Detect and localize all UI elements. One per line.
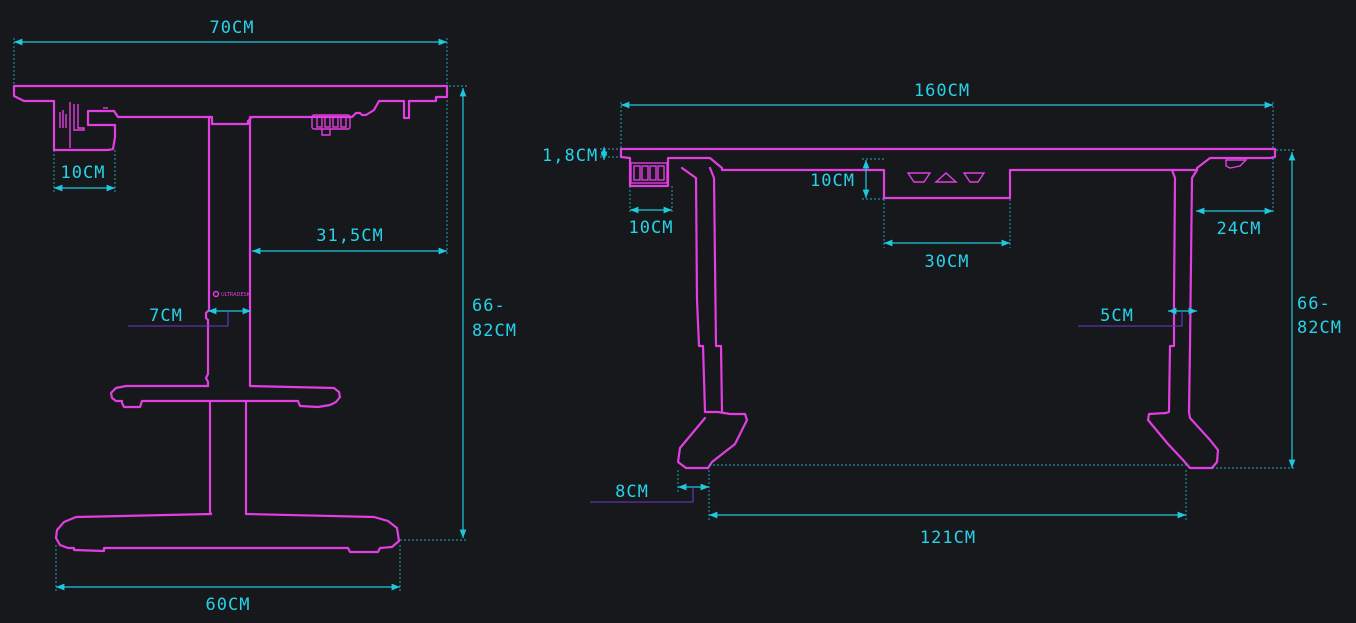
front-box-width-label: 30CM bbox=[925, 252, 970, 272]
front-cable-tray-vents bbox=[906, 172, 986, 183]
front-hook bbox=[1225, 159, 1248, 169]
front-height-label-1: 66- bbox=[1297, 294, 1331, 314]
front-right-leg bbox=[1146, 168, 1220, 470]
side-foot bbox=[54, 512, 401, 554]
side-socket-box bbox=[311, 114, 351, 136]
front-view: 160CM 1,8CM 10CM 10CM 30CM 24CM 5CM 66- … bbox=[542, 81, 1342, 548]
front-left-leg bbox=[676, 166, 749, 470]
front-leg-width-label: 5CM bbox=[1100, 306, 1134, 326]
front-foot-label: 8CM bbox=[615, 482, 649, 502]
front-width-label: 160CM bbox=[914, 81, 970, 101]
front-leg-offset-label: 24CM bbox=[1217, 219, 1262, 239]
svg-text:ULTRADESK: ULTRADESK bbox=[221, 292, 251, 298]
front-height-label-2: 82CM bbox=[1297, 318, 1342, 338]
front-tabletop bbox=[619, 147, 1277, 200]
front-leg-span-label: 121CM bbox=[920, 528, 976, 548]
side-height-label-2: 82CM bbox=[472, 321, 517, 341]
side-view: ULTRADESK 70CM 10CM 31,5CM 7CM 66- 82CM … bbox=[12, 18, 517, 615]
side-foot-label: 60CM bbox=[206, 595, 251, 615]
side-headphone-hook bbox=[59, 102, 85, 148]
front-socket-box bbox=[630, 162, 668, 184]
side-cross-bar bbox=[109, 384, 342, 409]
side-lower-column bbox=[208, 399, 248, 516]
front-foot-leader bbox=[590, 487, 694, 503]
side-column-label: 7CM bbox=[149, 306, 183, 326]
side-height-label-1: 66- bbox=[472, 296, 506, 316]
side-logo: ULTRADESK bbox=[212, 290, 251, 298]
front-leg-width-leader bbox=[1078, 311, 1183, 327]
side-depth-label: 70CM bbox=[210, 18, 255, 38]
front-socket-label: 10CM bbox=[629, 218, 674, 238]
side-tabletop bbox=[12, 84, 449, 152]
front-box-height-label: 10CM bbox=[810, 171, 855, 191]
side-offset-label: 31,5CM bbox=[316, 226, 383, 246]
front-thickness-label: 1,8CM bbox=[542, 146, 598, 166]
side-upper-column bbox=[204, 115, 252, 388]
side-hook-label: 10CM bbox=[61, 163, 106, 183]
side-column-leader bbox=[128, 311, 229, 327]
